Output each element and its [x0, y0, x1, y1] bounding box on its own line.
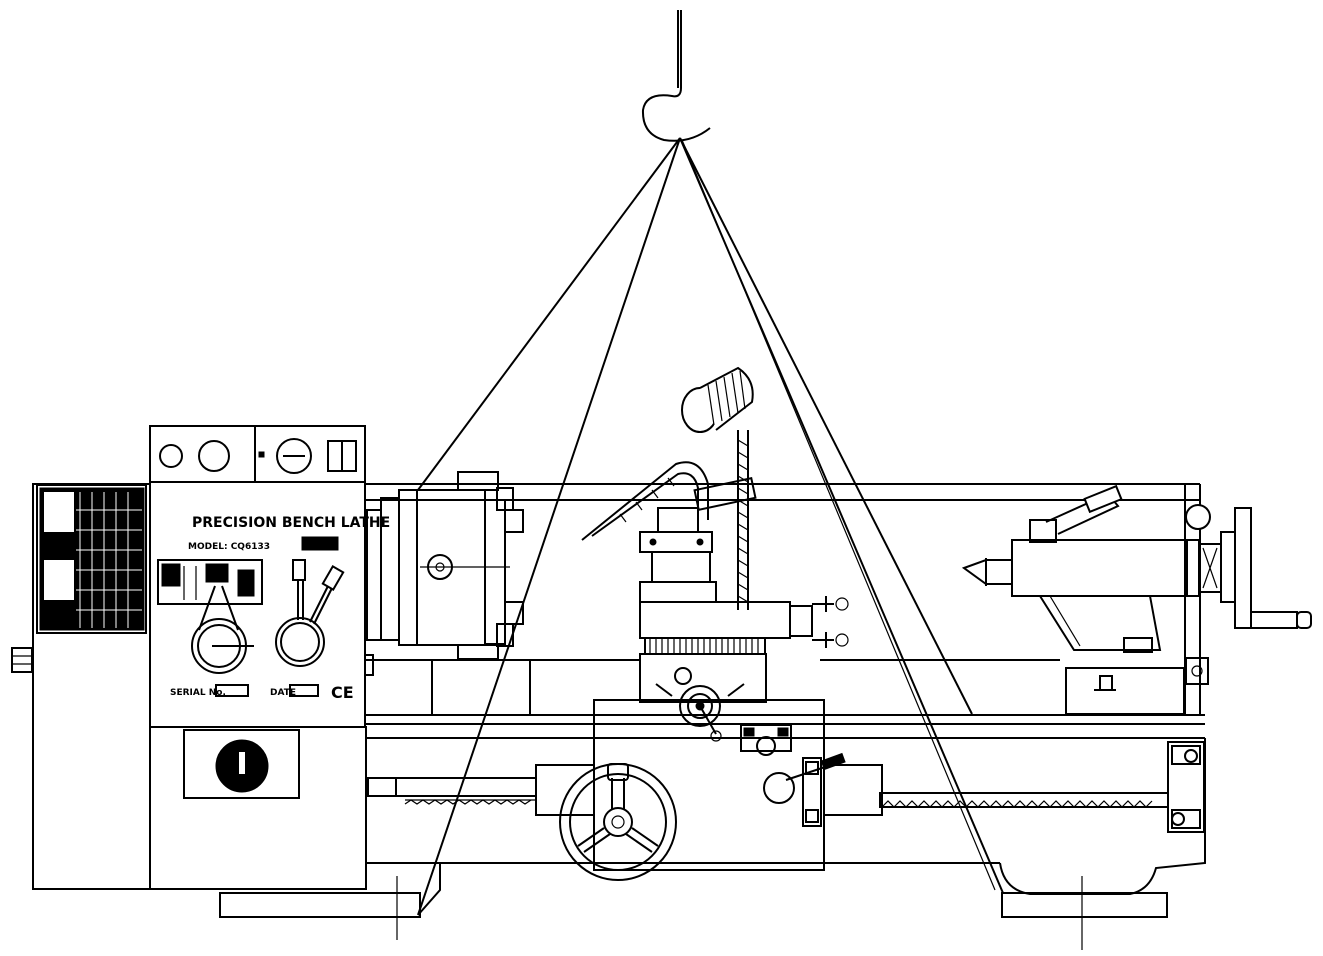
leadscrew — [367, 741, 1205, 833]
carriage-handwheel — [559, 763, 677, 881]
main-switch-icon — [276, 438, 312, 474]
indicator-lamp — [159, 444, 183, 468]
nameplate-model: MODEL: CQ6133 — [188, 542, 270, 552]
coolant-nozzle — [581, 461, 757, 541]
thread-chart-plate — [36, 484, 147, 634]
lathe-bed — [219, 483, 1206, 950]
serial-label: SERIAL No. — [170, 688, 226, 698]
headstock: PRECISION BENCH LATHE MODEL: CQ6133 — [149, 425, 390, 728]
date-label: DATE — [270, 688, 296, 698]
tailstock — [961, 484, 1312, 715]
ce-mark: CE — [331, 683, 354, 702]
crane-hook — [641, 10, 711, 142]
lifting-slings — [417, 137, 1004, 916]
work-lamp — [681, 366, 754, 610]
nameplate-title: PRECISION BENCH LATHE — [192, 515, 390, 531]
chuck — [366, 471, 524, 660]
power-lamp — [198, 440, 230, 472]
speed-lever — [191, 585, 254, 674]
feed-lever — [275, 559, 345, 667]
tool-post — [639, 507, 849, 703]
